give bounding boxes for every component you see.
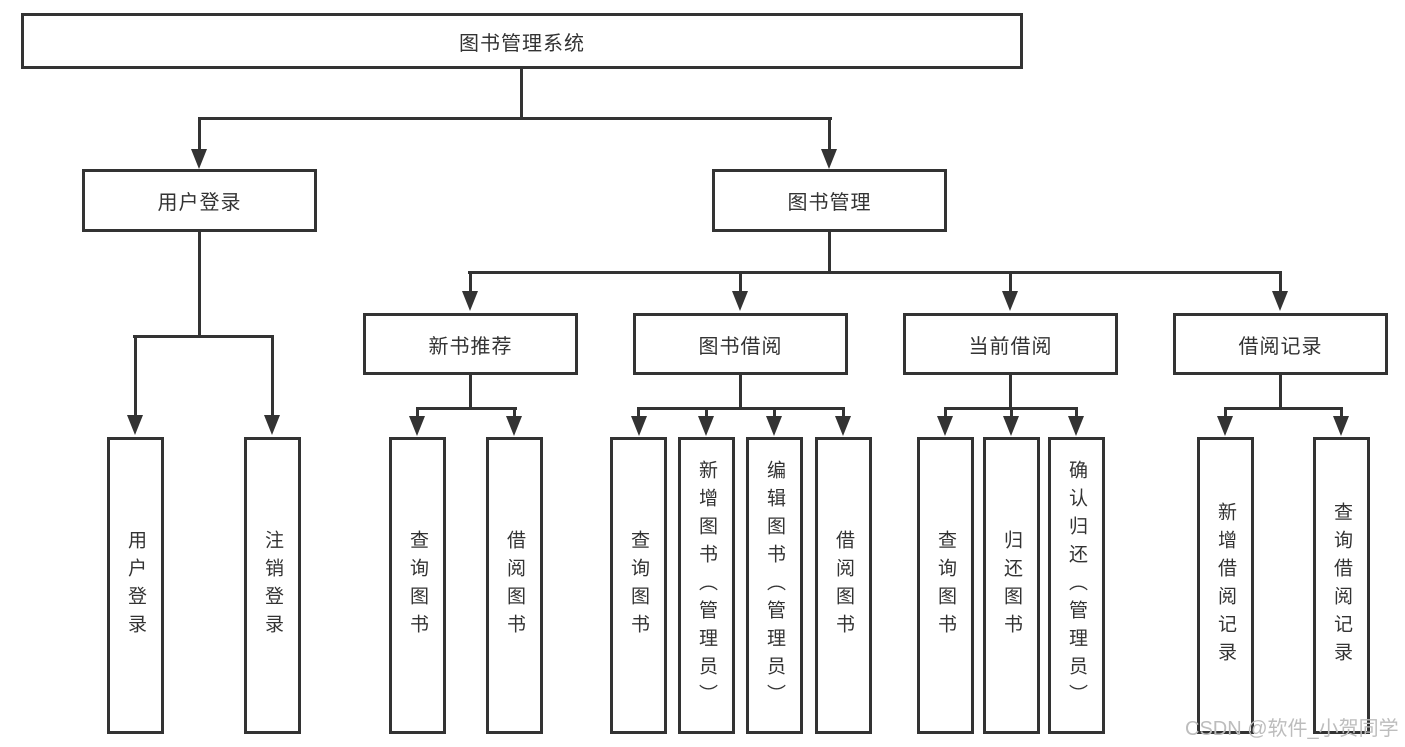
connector-root-hbar bbox=[198, 117, 832, 120]
leaf-logout-login-label: 注销登录 bbox=[262, 529, 283, 642]
connector-book-borrow-down bbox=[739, 375, 742, 409]
connector-leaf-stem bbox=[705, 407, 708, 418]
arrow-down-icon bbox=[1003, 416, 1019, 436]
node-new-book-recommend: 新书推荐 bbox=[363, 313, 578, 375]
arrow-down-icon bbox=[766, 416, 782, 436]
connector-leaf-stem bbox=[637, 407, 640, 418]
connector-leaf-stem bbox=[513, 407, 516, 418]
node-library-system: 图书管理系统 bbox=[21, 13, 1023, 69]
node-book-management: 图书管理 bbox=[712, 169, 947, 232]
node-new-book-recommend-label: 新书推荐 bbox=[428, 335, 513, 358]
connector-borrow-records-down bbox=[1279, 375, 1282, 409]
arrow-down-icon bbox=[1002, 291, 1018, 311]
node-borrow-records: 借阅记录 bbox=[1173, 313, 1388, 375]
connector-leaf-stem bbox=[1075, 407, 1078, 418]
leaf-return-books-label: 归还图书 bbox=[1001, 529, 1022, 642]
connector-book-mgmt-stem bbox=[828, 117, 831, 151]
leaf-query-books-current-label: 查询图书 bbox=[935, 529, 956, 642]
leaf-return-books: 归还图书 bbox=[983, 437, 1040, 734]
connector-borrow-record-stem bbox=[1279, 271, 1282, 293]
leaf-query-borrow-record: 查询借阅记录 bbox=[1313, 437, 1370, 734]
node-book-management-label: 图书管理 bbox=[787, 192, 872, 214]
leaf-query-books-borrow: 查询图书 bbox=[610, 437, 667, 734]
arrow-down-icon bbox=[191, 149, 207, 169]
connector-borrow-records-hbar bbox=[1224, 407, 1343, 410]
node-book-borrow: 图书借阅 bbox=[633, 313, 848, 375]
leaf-borrow-books-recommend: 借阅图书 bbox=[486, 437, 543, 734]
connector-user-login-stem bbox=[198, 117, 201, 151]
node-current-borrow: 当前借阅 bbox=[903, 313, 1118, 375]
node-library-system-label: 图书管理系统 bbox=[459, 32, 585, 55]
leaf-query-books-borrow-label: 查询图书 bbox=[628, 529, 649, 642]
arrow-down-icon bbox=[937, 416, 953, 436]
arrow-down-icon bbox=[462, 291, 478, 311]
leaf-query-books-recommend: 查询图书 bbox=[389, 437, 446, 734]
connector-leaf-stem bbox=[944, 407, 947, 418]
arrow-down-icon bbox=[127, 415, 143, 435]
node-borrow-records-label: 借阅记录 bbox=[1238, 335, 1323, 358]
leaf-confirm-return-admin: 确认归还（管理员） bbox=[1048, 437, 1105, 734]
connector-leaf-user-login-stem bbox=[134, 335, 137, 416]
connector-current-borrow-down bbox=[1009, 375, 1012, 409]
leaf-add-borrow-record: 新增借阅记录 bbox=[1197, 437, 1254, 734]
leaf-borrow-books-recommend-label: 借阅图书 bbox=[504, 529, 525, 642]
connector-leaf-stem bbox=[1340, 407, 1343, 418]
connector-leaf-logout-stem bbox=[271, 335, 274, 416]
leaf-add-book-admin: 新增图书（管理员） bbox=[678, 437, 735, 734]
connector-new-book-hbar bbox=[416, 407, 517, 410]
connector-new-book-stem bbox=[469, 271, 472, 293]
connector-book-mgmt-hbar bbox=[468, 271, 1281, 274]
connector-book-borrow-hbar bbox=[637, 407, 845, 410]
arrow-down-icon bbox=[698, 416, 714, 436]
arrow-down-icon bbox=[835, 416, 851, 436]
node-current-borrow-label: 当前借阅 bbox=[968, 335, 1053, 358]
leaf-add-book-admin-label: 新增图书（管理员） bbox=[696, 459, 717, 712]
leaf-edit-book-admin-label: 编辑图书（管理员） bbox=[764, 459, 785, 712]
connector-new-book-down bbox=[469, 375, 472, 409]
leaf-query-books-current: 查询图书 bbox=[917, 437, 974, 734]
leaf-user-login: 用户登录 bbox=[107, 437, 164, 734]
leaf-confirm-return-admin-label: 确认归还（管理员） bbox=[1066, 459, 1087, 712]
arrow-down-icon bbox=[506, 416, 522, 436]
arrow-down-icon bbox=[821, 149, 837, 169]
arrow-down-icon bbox=[1068, 416, 1084, 436]
leaf-logout-login: 注销登录 bbox=[244, 437, 301, 734]
connector-current-borrow-stem bbox=[1009, 271, 1012, 293]
node-user-login: 用户登录 bbox=[82, 169, 317, 232]
arrow-down-icon bbox=[264, 415, 280, 435]
node-book-borrow-label: 图书借阅 bbox=[698, 335, 783, 358]
leaf-edit-book-admin: 编辑图书（管理员） bbox=[746, 437, 803, 734]
leaf-add-borrow-record-label: 新增借阅记录 bbox=[1215, 501, 1236, 670]
connector-book-mgmt-down bbox=[828, 232, 831, 273]
arrow-down-icon bbox=[409, 416, 425, 436]
watermark: CSDN @软件_小贺同学 bbox=[1185, 718, 1399, 740]
connector-book-borrow-stem bbox=[739, 271, 742, 293]
leaf-user-login-label: 用户登录 bbox=[125, 529, 146, 642]
leaf-query-books-recommend-label: 查询图书 bbox=[407, 529, 428, 642]
connector-root-stem bbox=[520, 69, 523, 120]
connector-leaf-stem bbox=[1224, 407, 1227, 418]
connector-user-login-down bbox=[198, 232, 201, 337]
leaf-borrow-books-borrow: 借阅图书 bbox=[815, 437, 872, 734]
arrow-down-icon bbox=[1333, 416, 1349, 436]
arrow-down-icon bbox=[732, 291, 748, 311]
leaf-borrow-books-borrow-label: 借阅图书 bbox=[833, 529, 854, 642]
leaf-query-borrow-record-label: 查询借阅记录 bbox=[1331, 501, 1352, 670]
arrow-down-icon bbox=[1217, 416, 1233, 436]
connector-leaf-stem bbox=[773, 407, 776, 418]
connector-leaf-stem bbox=[416, 407, 419, 418]
connector-leaf-stem bbox=[1010, 407, 1013, 418]
node-user-login-label: 用户登录 bbox=[157, 192, 242, 214]
arrow-down-icon bbox=[1272, 291, 1288, 311]
connector-user-login-hbar bbox=[133, 335, 274, 338]
connector-leaf-stem bbox=[842, 407, 845, 418]
arrow-down-icon bbox=[631, 416, 647, 436]
